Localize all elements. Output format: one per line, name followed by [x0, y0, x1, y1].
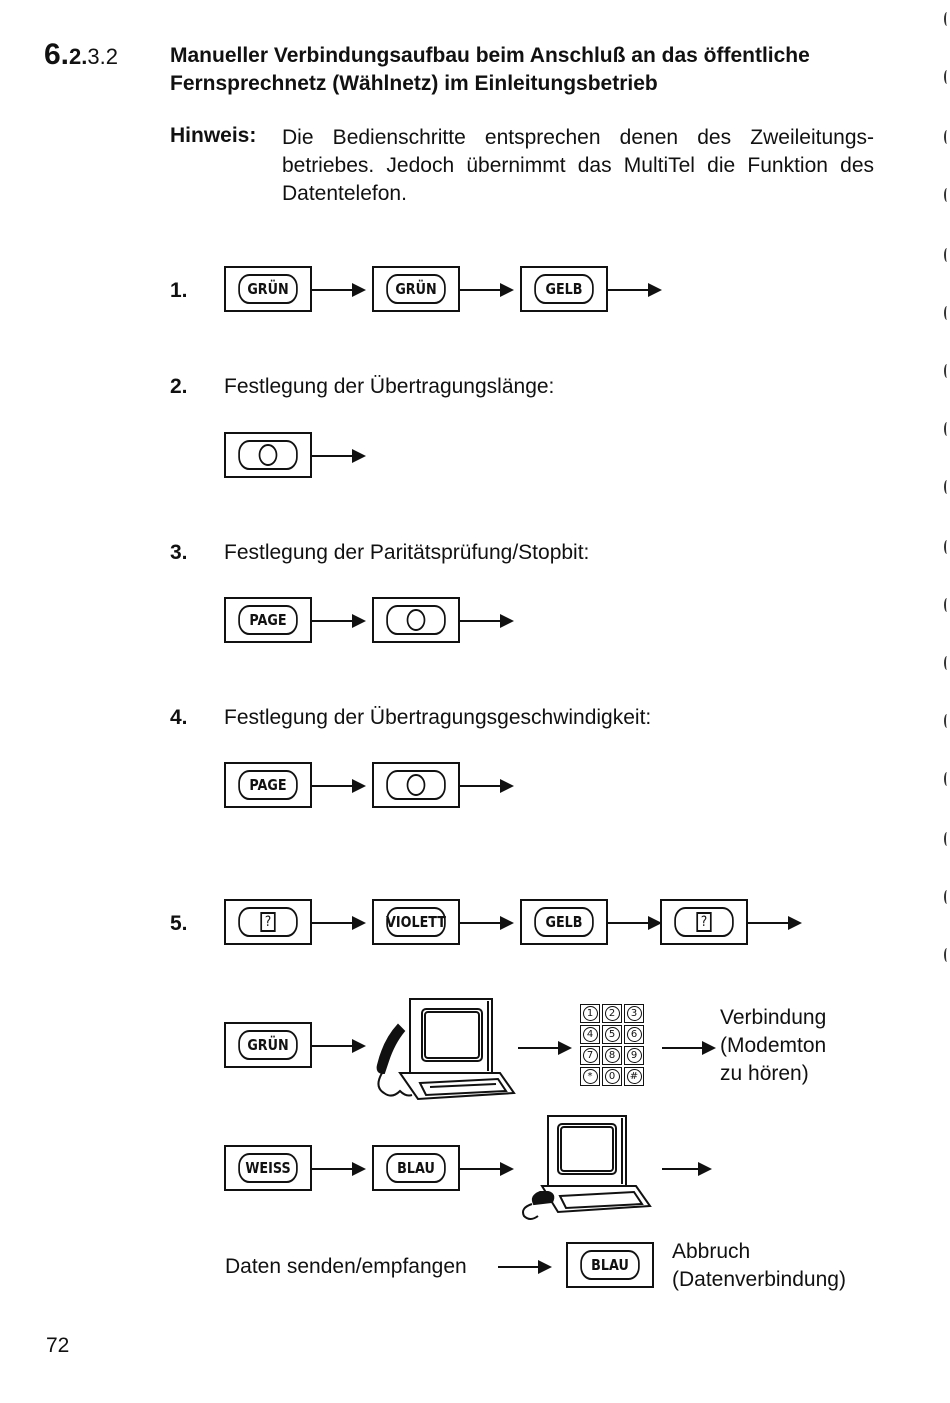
page-number: 72 — [46, 1334, 70, 1357]
note-text: Die Bedienschritte entsprechen denen des… — [282, 126, 874, 205]
key-page: PAGE — [224, 597, 312, 643]
section-number: 6.2.3.2 — [44, 38, 118, 71]
step-4-text: Festlegung der Übertragungsgeschwindigke… — [224, 706, 652, 729]
binding-mark — [944, 306, 950, 320]
key-circle — [372, 762, 460, 808]
binding-mark — [944, 540, 950, 554]
arrow-icon — [312, 283, 366, 297]
step-4-number: 4. — [170, 706, 188, 729]
binding-mark — [944, 130, 950, 144]
step-3-text: Festlegung der Paritätsprüfung/Stopbit: — [224, 541, 590, 564]
key-page: PAGE — [224, 762, 312, 808]
arrow-icon — [460, 1162, 514, 1176]
key-gelb: GELB — [520, 266, 608, 312]
arrow-icon — [662, 1162, 712, 1176]
binding-mark — [944, 832, 950, 846]
data-send-receive-text: Daten senden/empfangen — [225, 1255, 467, 1278]
key-violett: VIOLETT — [372, 899, 460, 945]
connection-text: Verbindung (Modemton zu hören) — [720, 1006, 827, 1085]
arrow-icon — [312, 1039, 366, 1053]
keypad-key: # — [624, 1067, 644, 1086]
keypad-key: 4 — [580, 1025, 600, 1044]
keypad-key: 0 — [602, 1067, 622, 1086]
arrow-icon — [312, 1162, 366, 1176]
circle-icon — [406, 774, 426, 796]
keypad-key: 8 — [602, 1046, 622, 1065]
key-gelb: GELB — [520, 899, 608, 945]
key-circle — [372, 597, 460, 643]
step-1-number: 1. — [170, 279, 188, 302]
binding-mark — [944, 948, 950, 962]
arrow-icon — [312, 916, 366, 930]
circle-icon — [406, 609, 426, 631]
step-5-number: 5. — [170, 912, 188, 935]
binding-mark — [944, 772, 950, 786]
binding-mark — [944, 656, 950, 670]
note-label: Hinweis: — [170, 124, 257, 147]
key-blau: BLAU — [372, 1145, 460, 1191]
arrow-icon — [608, 916, 662, 930]
keypad-key: 7 — [580, 1046, 600, 1065]
arrow-icon — [518, 1041, 572, 1055]
arrow-icon — [748, 916, 802, 930]
abort-text: Abbruch (Datenverbindung) — [672, 1240, 846, 1291]
keypad-key: 2 — [602, 1004, 622, 1023]
key-blau: BLAU — [566, 1242, 654, 1288]
keypad-key: 5 — [602, 1025, 622, 1044]
step-3-number: 3. — [170, 541, 188, 564]
arrow-icon — [460, 916, 514, 930]
step-2-number: 2. — [170, 375, 188, 398]
circle-icon — [258, 444, 278, 466]
arrow-icon — [312, 449, 366, 463]
arrow-icon — [662, 1041, 716, 1055]
arrow-icon — [608, 283, 662, 297]
binding-mark — [944, 70, 950, 84]
binding-mark — [944, 248, 950, 262]
keypad-key: 3 — [624, 1004, 644, 1023]
binding-mark — [944, 714, 950, 728]
binding-mark — [944, 480, 950, 494]
keypad-key: 9 — [624, 1046, 644, 1065]
key-gruen: GRÜN — [224, 266, 312, 312]
arrow-icon — [460, 283, 514, 297]
keypad-key: 6 — [624, 1025, 644, 1044]
keypad: 1 2 3 4 5 6 7 8 9 * 0 # — [580, 1004, 646, 1088]
binding-mark — [944, 188, 950, 202]
key-question: ? — [224, 899, 312, 945]
question-icon: ? — [260, 912, 276, 932]
binding-mark — [944, 12, 950, 26]
computer-with-phone-icon — [376, 998, 516, 1101]
computer-with-phone-icon — [522, 1115, 652, 1220]
key-gruen: GRÜN — [224, 1022, 312, 1068]
key-weiss: WEISS — [224, 1145, 312, 1191]
step-2-text: Festlegung der Übertragungslänge: — [224, 375, 555, 398]
key-question: ? — [660, 899, 748, 945]
section-title: Manueller Verbindungsaufbau beim Anschlu… — [170, 44, 810, 95]
arrow-icon — [312, 779, 366, 793]
binding-mark — [944, 890, 950, 904]
arrow-icon — [460, 779, 514, 793]
binding-mark — [944, 598, 950, 612]
key-gruen: GRÜN — [372, 266, 460, 312]
binding-mark — [944, 364, 950, 378]
question-icon: ? — [696, 912, 712, 932]
keypad-key: * — [580, 1067, 600, 1086]
key-circle — [224, 432, 312, 478]
binding-mark — [944, 422, 950, 436]
arrow-icon — [312, 614, 366, 628]
keypad-key: 1 — [580, 1004, 600, 1023]
arrow-icon — [460, 614, 514, 628]
arrow-icon — [498, 1260, 552, 1274]
